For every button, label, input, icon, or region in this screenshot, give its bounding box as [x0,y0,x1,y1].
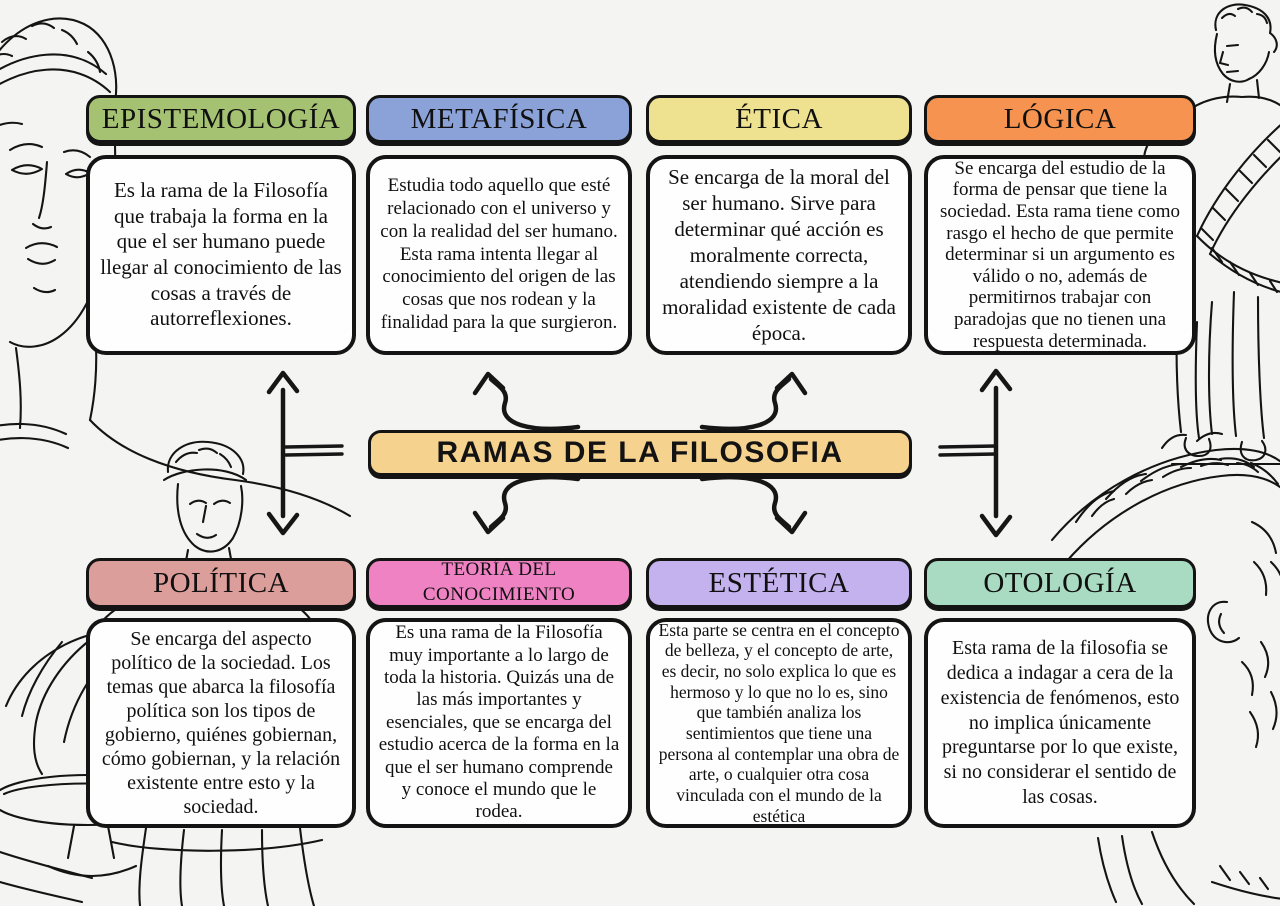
branch-header-epistemologia: EPISTEMOLOGÍA [86,95,356,143]
branch-logica: LÓGICA Se encarga del estudio de la form… [924,95,1196,355]
branch-estetica: ESTÉTICA Esta parte se centra en el conc… [646,558,912,828]
branch-metafisica: METAFÍSICA Estudia todo aquello que esté… [366,95,632,355]
branch-teoria-del-conocimiento: TEORÍA DEL CONOCIMIENTO Es una rama de l… [366,558,632,828]
branch-header-teoria-del-conocimiento: TEORÍA DEL CONOCIMIENTO [366,558,632,608]
branch-otologia: OTOLOGÍA Esta rama de la filosofia se de… [924,558,1196,828]
branch-description-otologia: Esta rama de la filosofia se dedica a in… [924,618,1196,828]
branch-header-politica: POLÍTICA [86,558,356,608]
center-title-box: RAMAS DE LA FILOSOFIA [368,430,912,476]
branch-description-etica: Se encarga de la moral del ser humano. S… [646,155,912,355]
branch-header-metafisica: METAFÍSICA [366,95,632,143]
branch-description-politica: Se encarga del aspecto político de la so… [86,618,356,828]
right-double-arrow [938,368,1013,538]
branch-header-estetica: ESTÉTICA [646,558,912,608]
curved-arrow-down-right [699,474,808,535]
curved-arrow-down-left [472,474,581,535]
branch-description-logica: Se encarga del estudio de la forma de pe… [924,155,1196,355]
branch-header-etica: ÉTICA [646,95,912,143]
branch-description-estetica: Esta parte se centra en el concepto de b… [646,618,912,828]
curved-arrow-up-left [472,371,581,432]
left-double-arrow [266,370,344,536]
branch-description-teoria-del-conocimiento: Es una rama de la Filosofía muy importan… [366,618,632,828]
branch-header-logica: LÓGICA [924,95,1196,143]
branch-description-epistemologia: Es la rama de la Filosofía que trabaja l… [86,155,356,355]
laurel-wreath-head-illustration [1050,431,1280,906]
curved-arrow-up-right [699,371,808,432]
branch-politica: POLÍTICA Se encarga del aspecto político… [86,558,356,828]
branch-description-metafisica: Estudia todo aquello que esté relacionad… [366,155,632,355]
branch-etica: ÉTICA Se encarga de la moral del ser hum… [646,95,912,355]
branch-epistemologia: EPISTEMOLOGÍA Es la rama de la Filosofía… [86,95,356,355]
branch-header-otologia: OTOLOGÍA [924,558,1196,608]
